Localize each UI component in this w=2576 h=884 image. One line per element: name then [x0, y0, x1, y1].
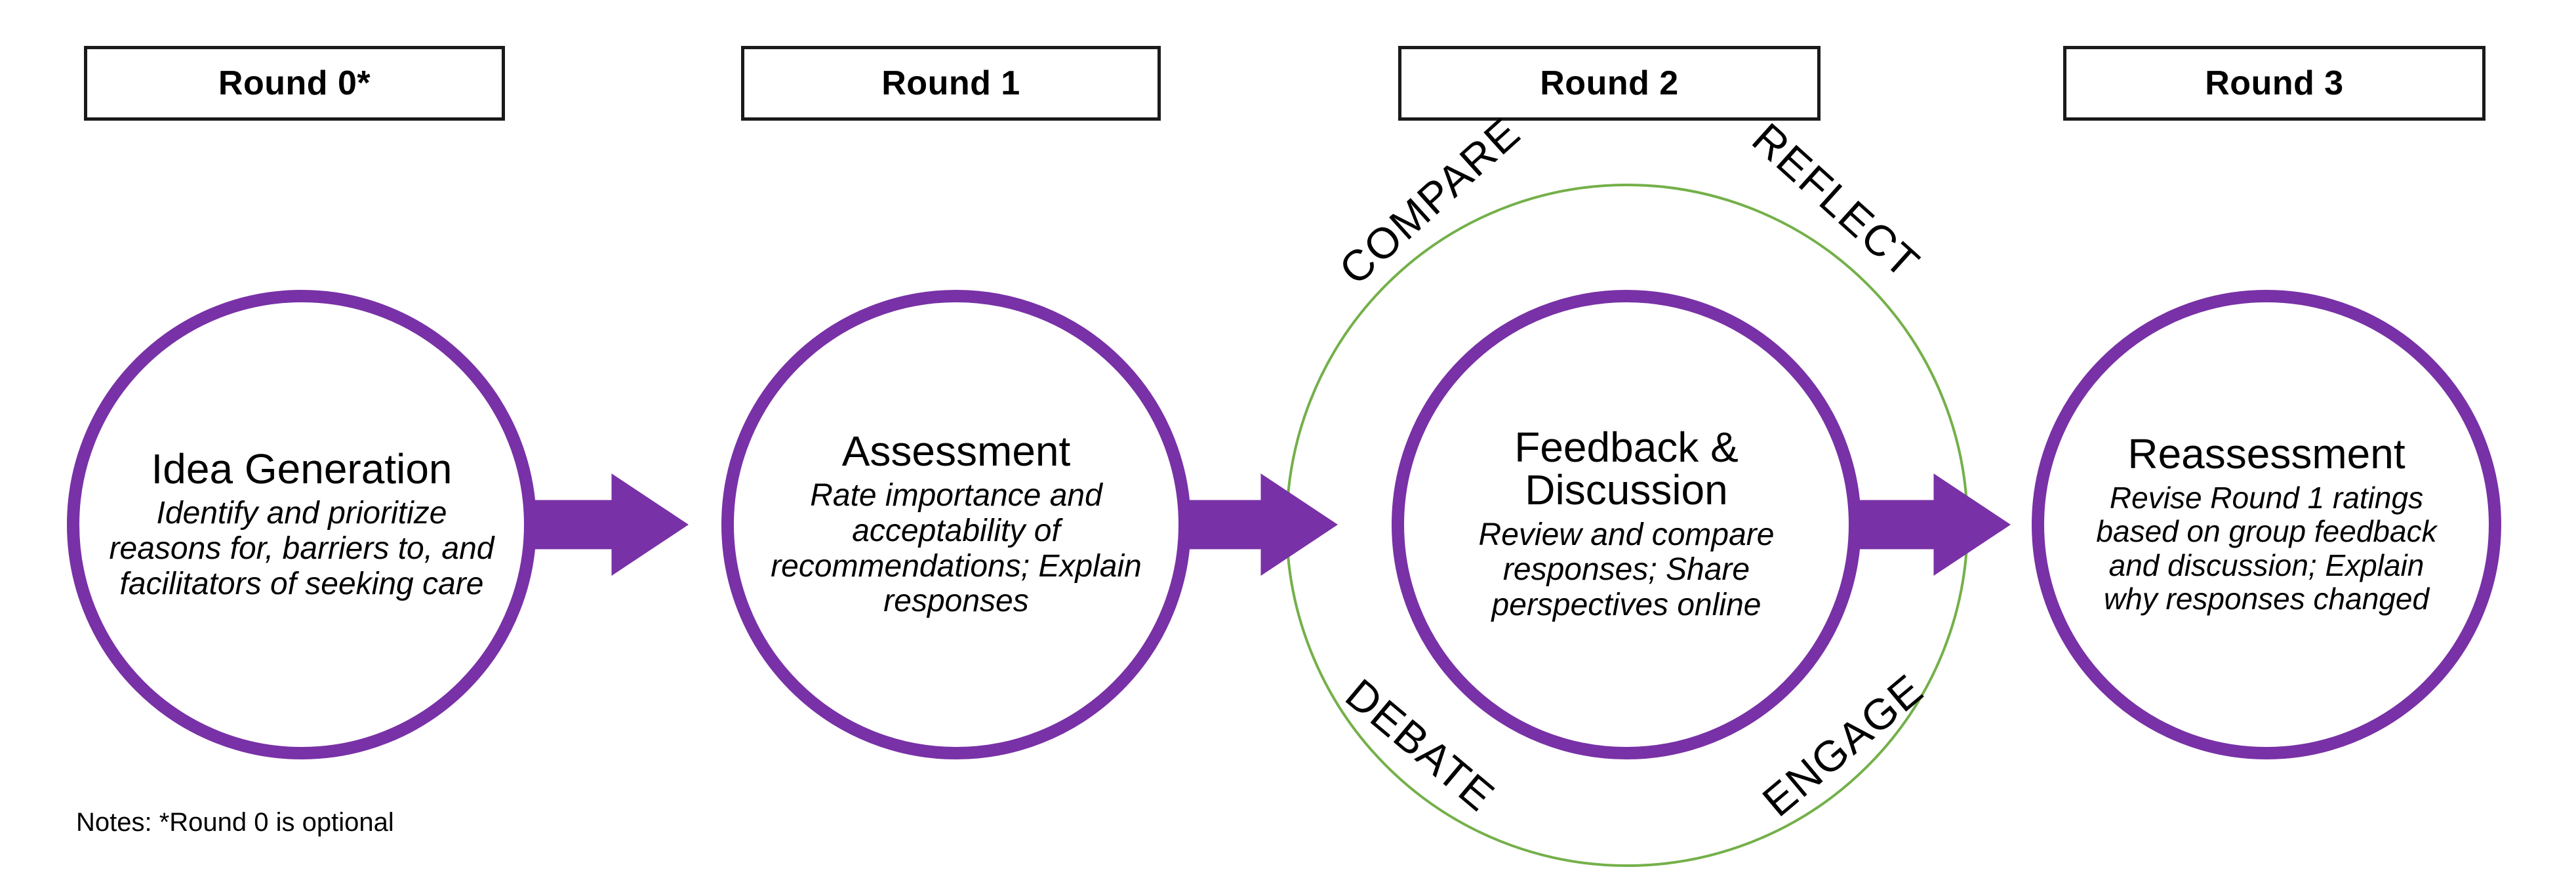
stage-description-1: Identify and prioritize reasons for, bar… [109, 496, 494, 601]
stage-title-2: Assessment [841, 427, 1071, 475]
round-header-label-1: Round 1 [881, 64, 1020, 102]
stage-description-4: Revise Round 1 ratings based on group fe… [2096, 480, 2437, 616]
stage-title-4: Reassessment [2127, 430, 2405, 478]
round-header-box-2: Round 2 [1398, 46, 1821, 121]
round-header-label-2: Round 2 [1540, 64, 1679, 102]
stage-circle-reassessment: Reassessment Revise Round 1 ratings base… [2032, 290, 2501, 759]
stage-description-3: Review and compare responses; Share pers… [1478, 517, 1775, 623]
stage-description-2: Rate importance and acceptability of rec… [771, 478, 1142, 619]
stage-title-1: Idea Generation [151, 445, 453, 492]
right-arrow-icon [525, 473, 689, 576]
round-header-box-1: Round 1 [741, 46, 1161, 121]
round-header-label-0: Round 0* [218, 64, 371, 102]
round-header-label-3: Round 3 [2205, 64, 2344, 102]
footnote-text: Notes: *Round 0 is optional [76, 808, 394, 837]
round-header-box-3: Round 3 [2063, 46, 2485, 121]
round-header-box-0: Round 0* [84, 46, 505, 121]
stage-circle-assessment: Assessment Rate importance and acceptabi… [721, 290, 1191, 759]
stage-circle-feedback-discussion: Feedback & Discussion Review and compare… [1392, 290, 1861, 759]
stage-circle-idea-generation: Idea Generation Identify and prioritize … [67, 290, 536, 759]
stage-title-3: Feedback & Discussion [1514, 424, 1739, 514]
